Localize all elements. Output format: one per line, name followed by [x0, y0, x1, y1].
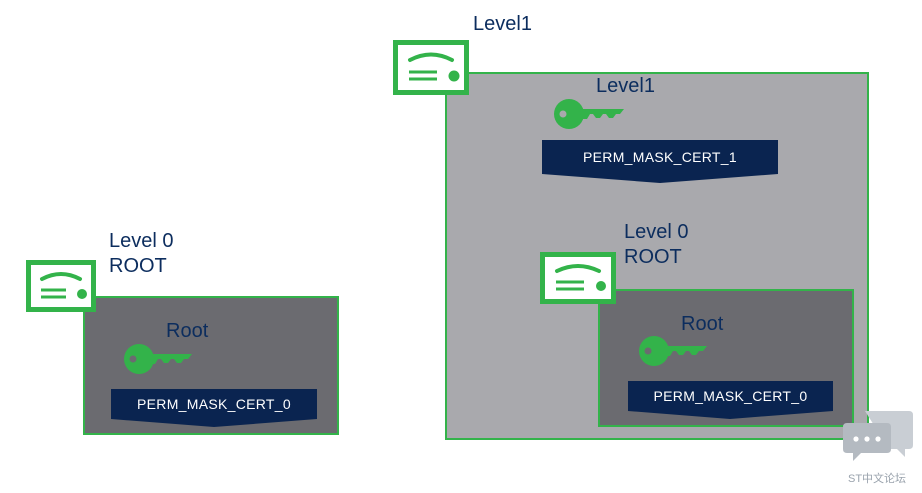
perm-mask-banner: PERM_MASK_CERT_0	[111, 389, 317, 427]
root-key-label: Root	[166, 320, 209, 342]
perm-mask-banner: PERM_MASK_CERT_1	[542, 140, 778, 183]
chat-bubble-icon	[843, 409, 915, 470]
level1-key-label: Level1	[596, 75, 655, 97]
key-icon	[552, 97, 626, 136]
perm-mask-label: PERM_MASK_CERT_0	[653, 388, 808, 404]
perm-mask-label: PERM_MASK_CERT_0	[137, 396, 291, 412]
perm-mask-banner: PERM_MASK_CERT_0	[628, 381, 833, 419]
certificate-icon	[26, 260, 96, 317]
perm-mask-label: PERM_MASK_CERT_1	[583, 149, 737, 165]
level1-cert-label: Level1	[473, 13, 532, 35]
root-cert-label-level: Level 0	[109, 230, 174, 252]
root-cert-label-root: ROOT	[109, 255, 167, 277]
inner-root-key-label: Root	[681, 313, 724, 335]
certificate-icon	[540, 252, 616, 309]
watermark-text: ST中文论坛	[848, 473, 907, 485]
certificate-icon	[393, 40, 469, 100]
key-icon	[122, 342, 194, 381]
key-icon	[637, 334, 709, 373]
inner-root-cert-label-level: Level 0	[624, 221, 689, 243]
inner-root-cert-label-root: ROOT	[624, 246, 682, 268]
